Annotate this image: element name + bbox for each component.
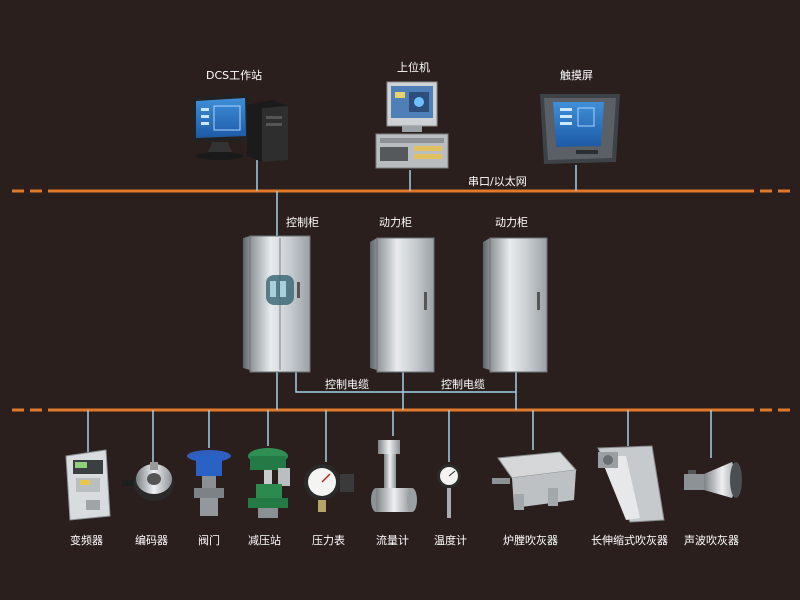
dcs-workstation-icon — [192, 94, 288, 162]
flowmeter-icon — [371, 440, 417, 512]
device-label-thermometer: 温度计 — [434, 534, 467, 547]
device-label-long-retractable-sootblower: 长伸缩式吹灰器 — [591, 534, 668, 547]
dcs-workstation-label: DCS工作站 — [206, 69, 263, 82]
encoder-icon — [122, 462, 174, 501]
valve-icon — [187, 450, 231, 516]
power-cabinet-1-label: 动力柜 — [379, 216, 412, 229]
device-label-encoder: 编码器 — [135, 534, 168, 547]
control-cabinet-label: 控制柜 — [286, 216, 319, 229]
control-cabinet-icon — [243, 235, 311, 373]
pressure-gauge-icon — [304, 464, 354, 512]
touch-screen-label: 触摸屏 — [560, 69, 593, 82]
long-retractable-sootblower-icon — [597, 445, 665, 523]
device-label-furnace-sootblower: 炉膛吹灰器 — [503, 534, 558, 547]
power-cabinet-1-icon — [370, 237, 435, 373]
power-cabinet-2-label: 动力柜 — [495, 216, 528, 229]
touch-screen-icon — [540, 94, 620, 164]
device-label-flowmeter: 流量计 — [376, 534, 409, 547]
control-cable-label-2: 控制电缆 — [441, 378, 485, 391]
device-label-pressure-reducing-station: 减压站 — [248, 534, 281, 547]
host-computer-icon — [375, 81, 449, 169]
control-cable-label-1: 控制电缆 — [325, 378, 369, 391]
device-label-sonic-sootblower: 声波吹灰器 — [684, 534, 739, 547]
frequency-converter-icon — [65, 449, 111, 521]
bus-label: 串口/以太网 — [468, 175, 527, 188]
power-cabinet-2-icon — [483, 237, 548, 373]
device-label-valve: 阀门 — [198, 534, 220, 547]
device-label-pressure-gauge: 压力表 — [312, 534, 345, 547]
pressure-reducing-station-icon — [248, 448, 290, 518]
furnace-sootblower-icon — [492, 451, 578, 510]
sonic-sootblower-icon — [684, 462, 742, 498]
connector-lines — [87, 160, 712, 462]
device-label-frequency-converter: 变频器 — [70, 534, 103, 547]
thermometer-icon — [437, 464, 461, 518]
host-computer-label: 上位机 — [397, 61, 430, 74]
